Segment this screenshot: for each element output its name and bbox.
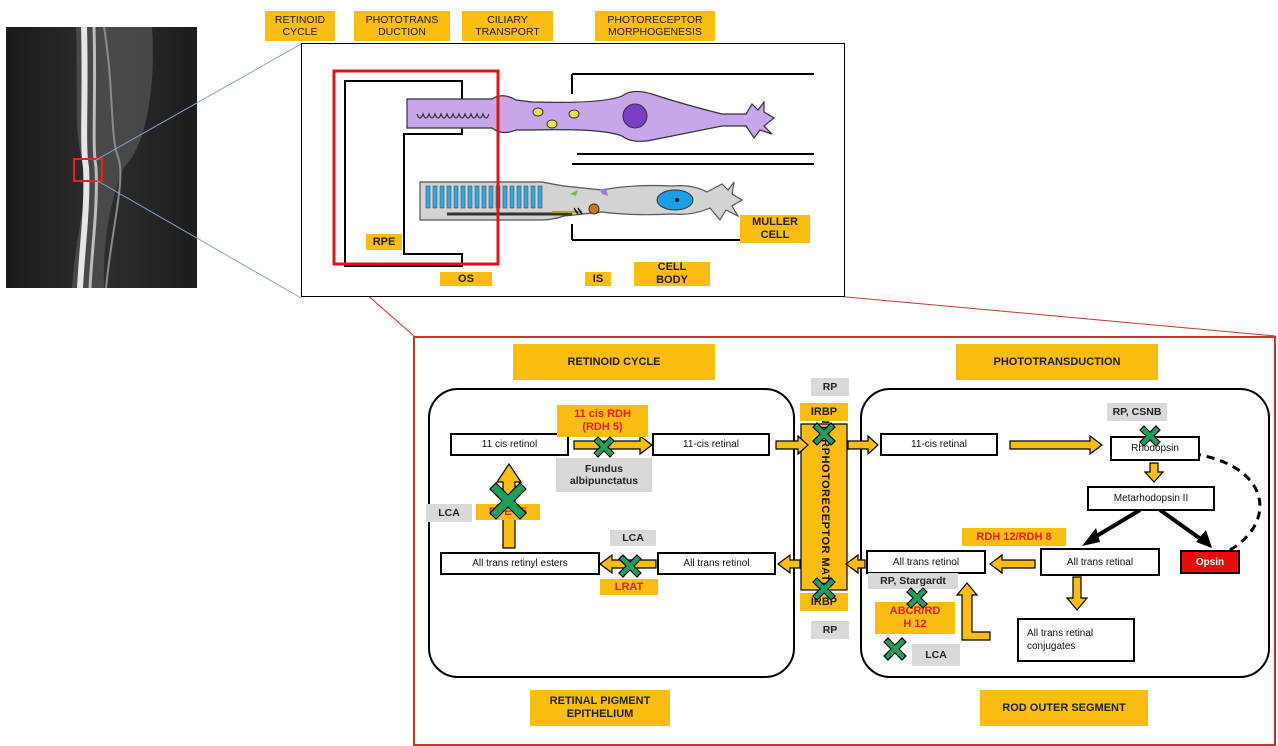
tag-photoreceptor-morphogenesis: PHOTORECEPTOR MORPHOGENESIS [595,11,715,41]
title-phototransduction: PHOTOTRANSDUCTION [956,344,1158,380]
tag-ciliary-transport: CILIARY TRANSPORT [462,11,553,41]
block-icon [906,587,928,609]
oct-selection-box [73,158,103,182]
tag-os: OS [440,272,492,286]
tag-phototransduction: PHOTOTRANS DUCTION [354,11,450,41]
block-icon [593,436,615,458]
node-all-trans-retinyl-esters: All trans retinyl esters [440,552,600,575]
rpe-compartment [428,388,795,678]
enzyme-lrat: LRAT [600,579,658,595]
disease-fundus-albipunctatus: Fundus albipunctatus [556,458,652,492]
tag-retinoid-cycle: RETINOID CYCLE [265,11,335,41]
block-icon [489,482,527,520]
title-retinoid-cycle: RETINOID CYCLE [513,344,715,380]
block-icon [812,577,836,601]
irbp-top: IRBP [800,403,848,421]
block-icon [618,554,642,578]
title-rod-outer-segment: ROD OUTER SEGMENT [980,690,1148,726]
node-all-trans-retinol-rpe: All trans retinol [657,552,776,575]
cell-diagram-panel [301,43,845,297]
enzyme-rdh12-rdh8: RDH 12/RDH 8 [962,528,1066,546]
tag-is: IS [585,272,611,286]
node-metarhodopsin-ii: Metarhodopsin II [1087,486,1215,511]
oct-scan-image [6,26,197,289]
node-all-trans-retinal: All trans retinal [1040,548,1160,576]
enzyme-abcr-rdh12: ABCR/RD H 12 [875,602,955,634]
disease-lca-lrat: LCA [610,530,656,546]
enzyme-rdh5: 11 cis RDH (RDH 5) [557,405,648,437]
node-all-trans-retinal-conjugates: All trans retinal conjugates [1017,618,1135,662]
title-retinal-pigment-epithelium: RETINAL PIGMENT EPITHELIUM [530,690,670,726]
disease-lca-rpe65: LCA [426,504,472,522]
node-11-cis-retinol: 11 cis retinol [450,433,569,456]
disease-rp-csnb: RP, CSNB [1107,403,1167,421]
tag-cell-body: CELL BODY [634,261,710,286]
disease-rp-top: RP [811,378,849,396]
tag-muller-cell: MULLER CELL [740,215,810,243]
disease-lca-ros: LCA [912,644,960,666]
node-11-cis-retinal-ros: 11-cis retinal [880,433,998,456]
block-icon [883,637,907,661]
ros-compartment [860,388,1270,678]
disease-rp-stargardt: RP, Stargardt [868,573,958,589]
photoreceptor-cell-illustration [332,69,814,267]
block-icon [1139,425,1161,447]
tag-rpe: RPE [366,234,402,250]
disease-rp-bottom: RP [811,621,849,639]
node-opsin: Opsin [1180,550,1240,574]
node-11-cis-retinal-rpe: 11-cis retinal [652,433,770,456]
block-icon [812,422,836,446]
